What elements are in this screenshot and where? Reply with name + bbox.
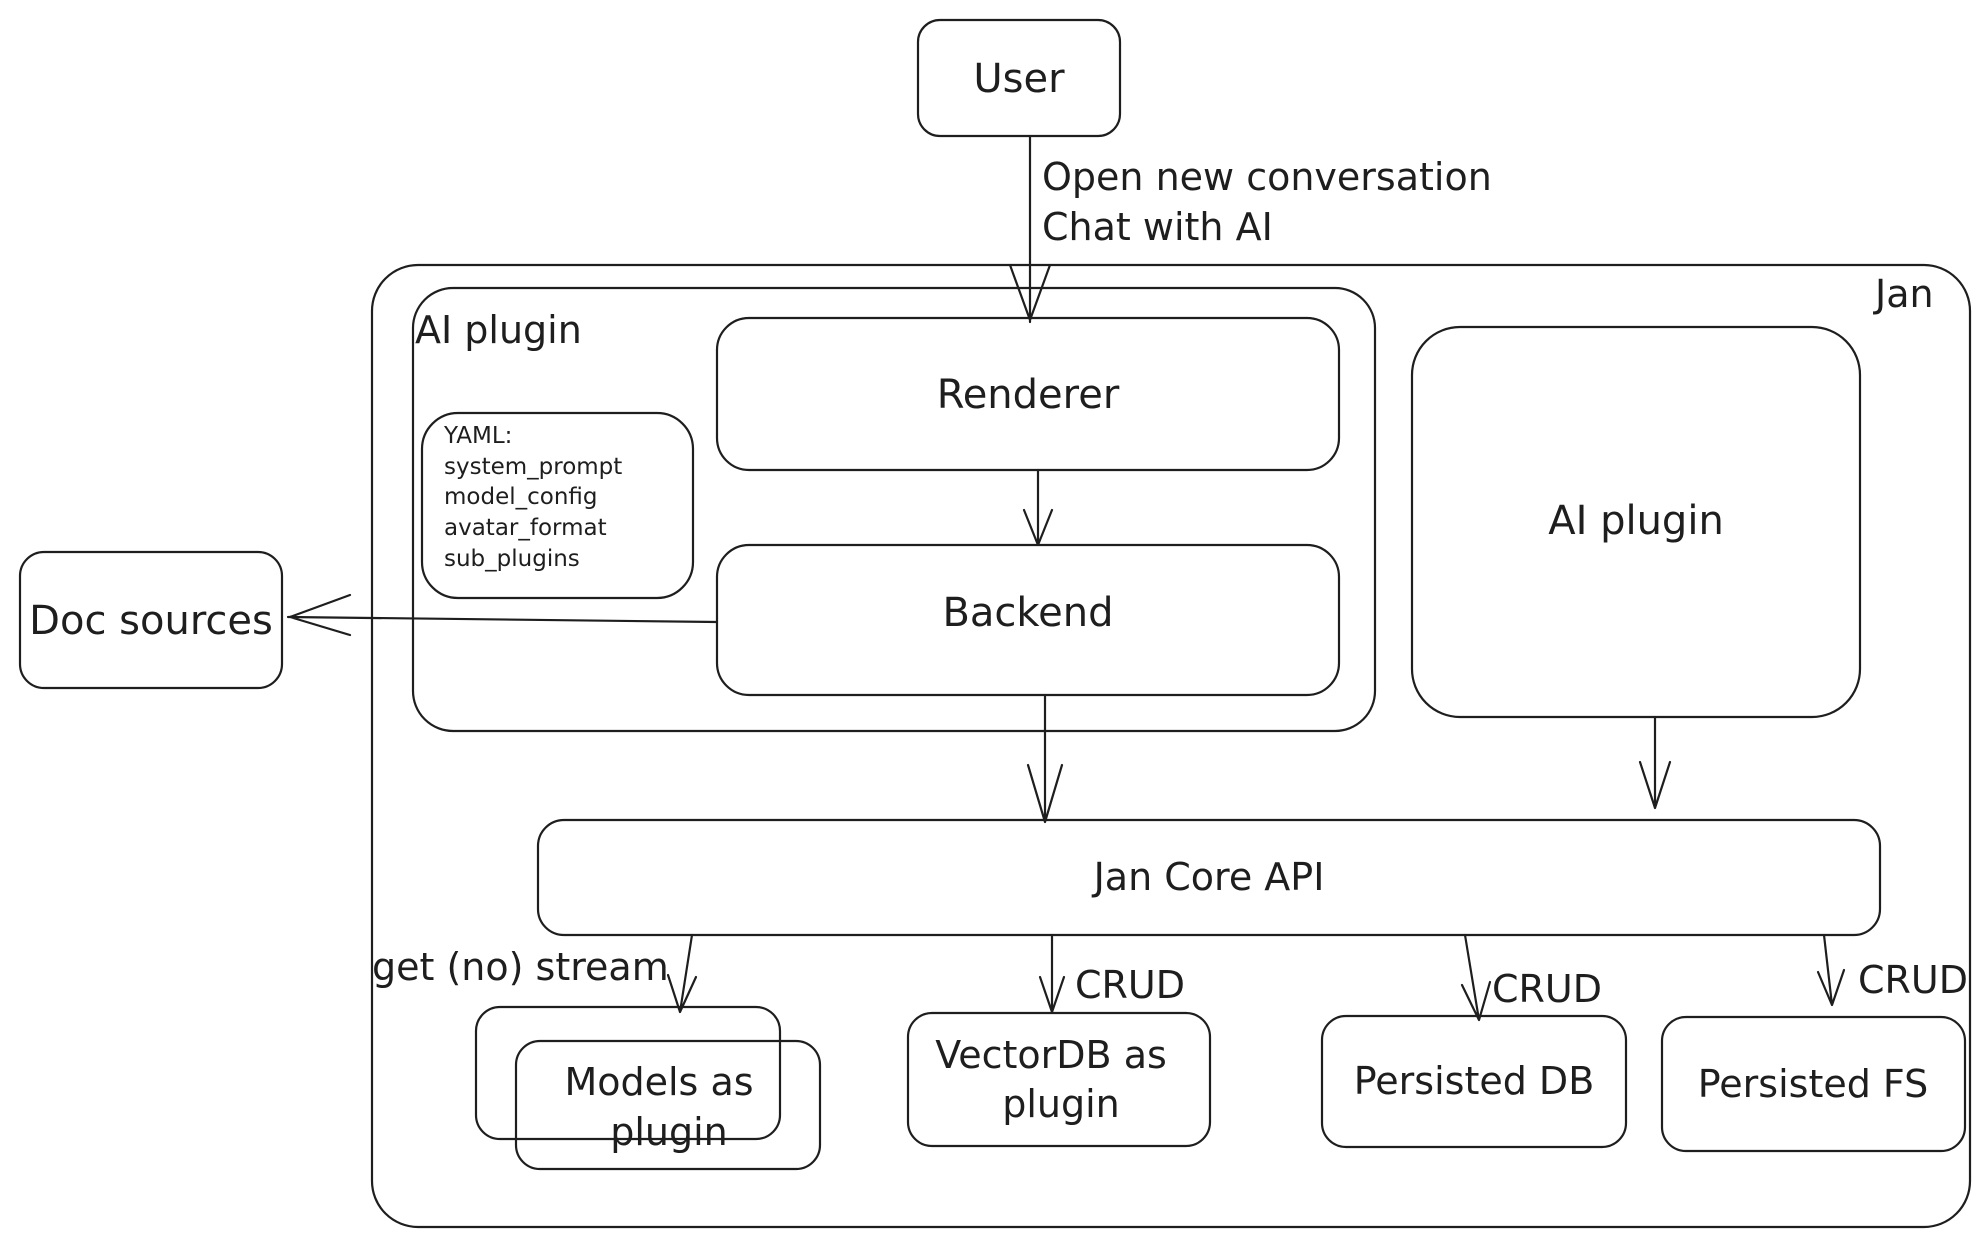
jan-label: Jan (1873, 272, 1934, 316)
edge-core-db (1460, 933, 1492, 1022)
yaml-line-2: system_prompt (444, 454, 622, 480)
renderer-node (715, 316, 1341, 472)
edge-renderer-backend (1022, 468, 1054, 547)
edge-core-models (666, 933, 698, 1014)
edge-core-db-label: CRUD (1492, 967, 1602, 1011)
yaml-line-5: sub_plugins (444, 546, 580, 572)
jan-container (370, 263, 1972, 1229)
edge-core-fs (1816, 933, 1846, 1007)
vectordb-plugin-label-2: plugin (1002, 1082, 1120, 1126)
edge-core-fs-label: CRUD (1858, 958, 1968, 1002)
edge-aiplugin-core (1638, 715, 1672, 810)
ai-plugin-right-label: AI plugin (1548, 498, 1724, 544)
yaml-line-1: YAML: (443, 423, 512, 449)
jan-core-api-label: Jan Core API (1092, 855, 1325, 899)
vectordb-plugin-node (906, 1011, 1212, 1148)
backend-node (715, 543, 1341, 697)
models-plugin-node (514, 1039, 822, 1171)
user-label: User (973, 56, 1065, 102)
backend-label: Backend (942, 590, 1113, 636)
ai-plugin-right-node (1410, 325, 1862, 719)
edge-core-vectordb (1038, 933, 1066, 1014)
edge-core-models-label: get (no) stream (372, 945, 669, 989)
ai-plugin-group-label: AI plugin (415, 308, 582, 352)
models-plugin-label-2: plugin (610, 1110, 728, 1154)
edge-core-vectordb-label: CRUD (1075, 963, 1185, 1007)
persisted-db-node (1320, 1014, 1628, 1149)
yaml-config-box (420, 411, 695, 600)
vectordb-plugin-label-1: VectorDB as (935, 1033, 1167, 1077)
persisted-fs-node (1660, 1015, 1967, 1153)
edge-user-renderer (1008, 134, 1052, 324)
yaml-line-3: model_config (444, 484, 598, 510)
yaml-line-4: avatar_format (444, 515, 607, 541)
renderer-label: Renderer (937, 372, 1120, 418)
user-node (916, 18, 1122, 138)
doc-sources-node (18, 550, 284, 690)
edge-backend-core (1026, 693, 1064, 824)
persisted-fs-label: Persisted FS (1698, 1062, 1929, 1106)
persisted-db-label: Persisted DB (1354, 1059, 1595, 1103)
doc-sources-label: Doc sources (29, 598, 273, 644)
edge-user-renderer-label-1: Open new conversation (1042, 155, 1492, 199)
edge-user-renderer-label-2: Chat with AI (1042, 205, 1273, 249)
ai-plugin-group (411, 286, 1377, 733)
models-plugin-back-box (474, 1005, 782, 1141)
edge-backend-docsources (286, 593, 719, 637)
jan-core-api-node (536, 818, 1882, 937)
models-plugin-label-1: Models as (564, 1060, 753, 1104)
